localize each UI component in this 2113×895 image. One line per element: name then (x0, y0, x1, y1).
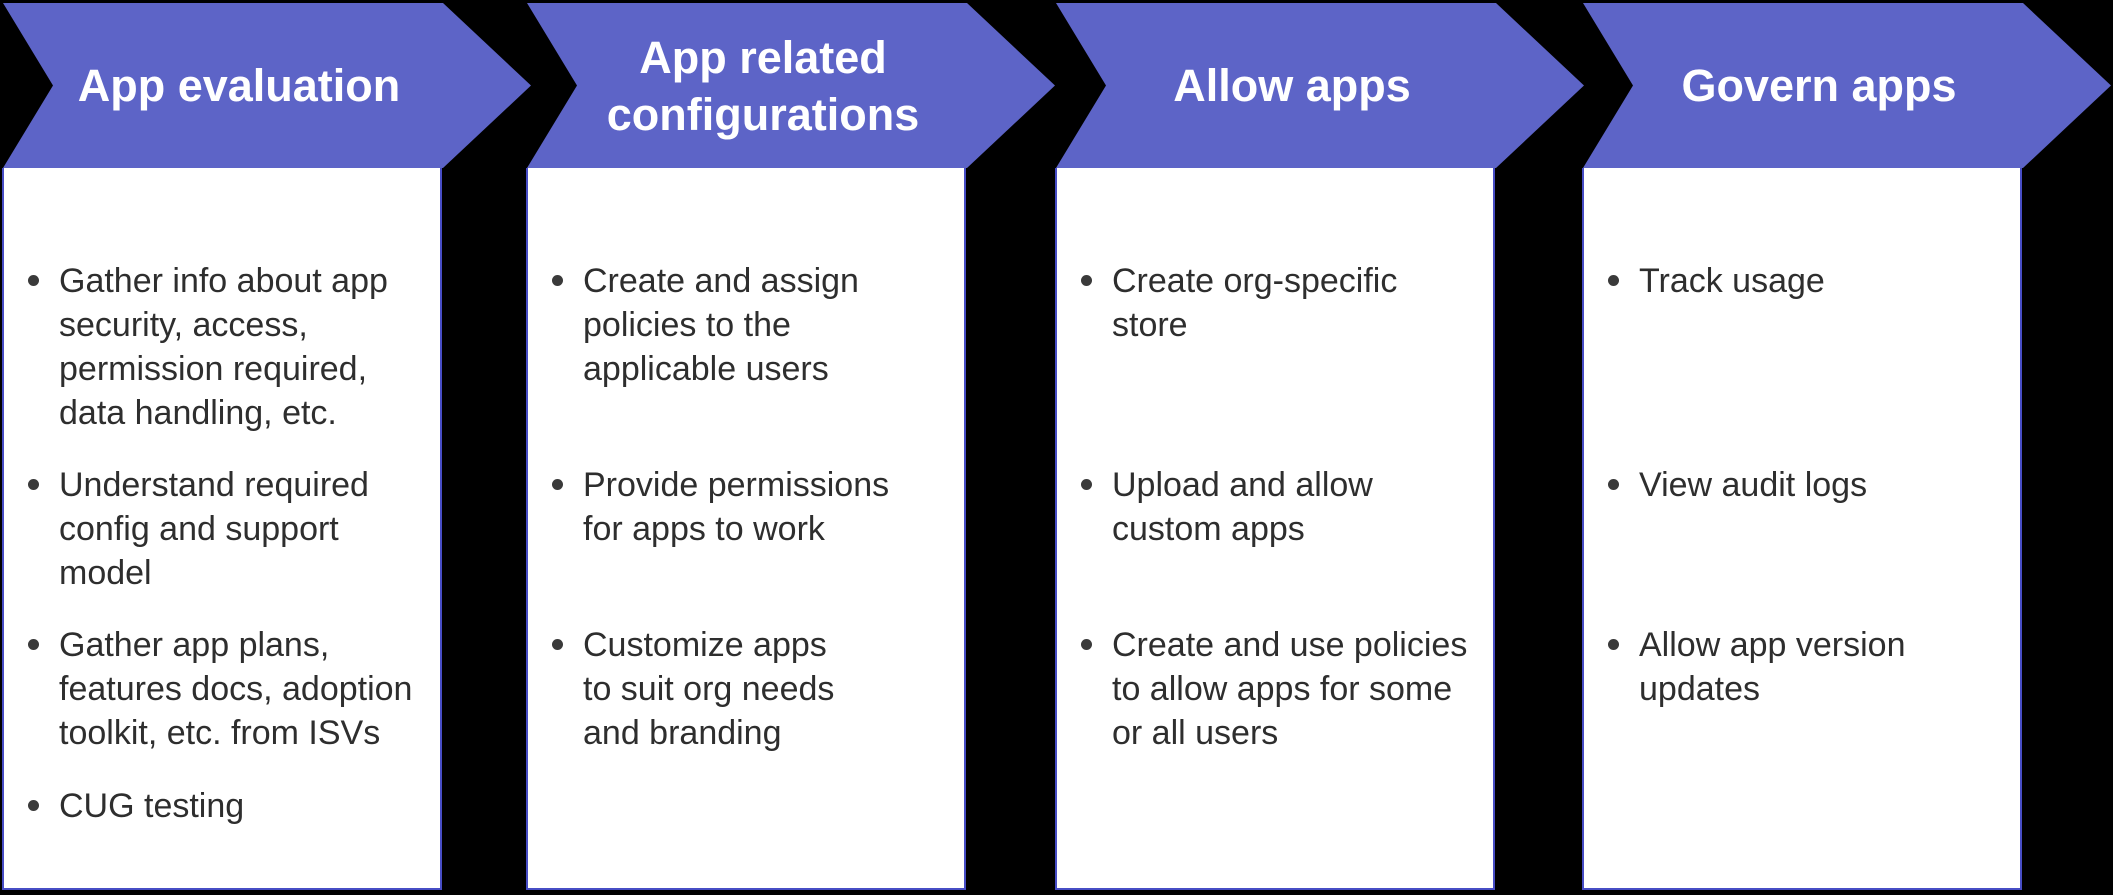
process-step-column: App related configurations Create and as… (526, 0, 1055, 895)
bullet-text: Allow app version updates (1639, 626, 1906, 708)
bullet-text: Customize apps to suit org needs and bra… (583, 626, 835, 752)
bullet-text: Upload and allow custom apps (1112, 466, 1373, 548)
bullet-item: Provide permissions for apps to work (552, 463, 954, 551)
bullet-text: CUG testing (59, 787, 245, 825)
step-header-label: Govern apps (1681, 60, 1957, 111)
bullet-text: Create and assign policies to the applic… (583, 262, 859, 388)
chevron-arrow-shape (3, 3, 531, 168)
bullet-text: Gather app plans, features docs, adoptio… (59, 626, 413, 752)
step-header-label: App related configurations (606, 31, 920, 140)
step-detail-panel: Create and assign policies to the applic… (526, 168, 966, 890)
bullet-item: Track usage (1608, 259, 2010, 303)
bullet-item: Allow app version updates (1608, 623, 2010, 711)
bullet-item: Create org-specific store (1081, 259, 1483, 347)
bullet-text: Create and use policies to allow apps fo… (1112, 626, 1468, 752)
bullet-item: Gather app plans, features docs, adoptio… (28, 623, 430, 755)
bullet-text: Provide permissions for apps to work (583, 466, 890, 548)
chevron-arrow-shape (1056, 3, 1584, 168)
chevron-arrow-shape (1583, 3, 2111, 168)
step-header-label: Allow apps (1173, 60, 1411, 111)
bullet-text: Understand required config and support m… (59, 466, 369, 592)
bullet-item: CUG testing (28, 784, 430, 828)
bullet-text: Create org-specific store (1112, 262, 1398, 344)
bullet-item: Customize apps to suit org needs and bra… (552, 623, 954, 755)
bullet-item: Understand required config and support m… (28, 463, 430, 595)
bullet-item: Create and assign policies to the applic… (552, 259, 954, 391)
step-detail-panel: Gather info about app security, access, … (2, 168, 442, 890)
chevron-arrow-shape (527, 3, 1055, 168)
bullet-item: Upload and allow custom apps (1081, 463, 1483, 551)
step-header-label: App evaluation (77, 60, 401, 111)
bullet-item: View audit logs (1608, 463, 2010, 507)
bullet-item: Create and use policies to allow apps fo… (1081, 623, 1483, 755)
bullet-text: View audit logs (1639, 466, 1868, 504)
process-step-column: App evaluation Gather info about app sec… (2, 0, 531, 895)
bullet-text: Gather info about app security, access, … (59, 262, 388, 432)
bullet-item: Gather info about app security, access, … (28, 259, 430, 435)
bullet-text: Track usage (1639, 262, 1825, 300)
